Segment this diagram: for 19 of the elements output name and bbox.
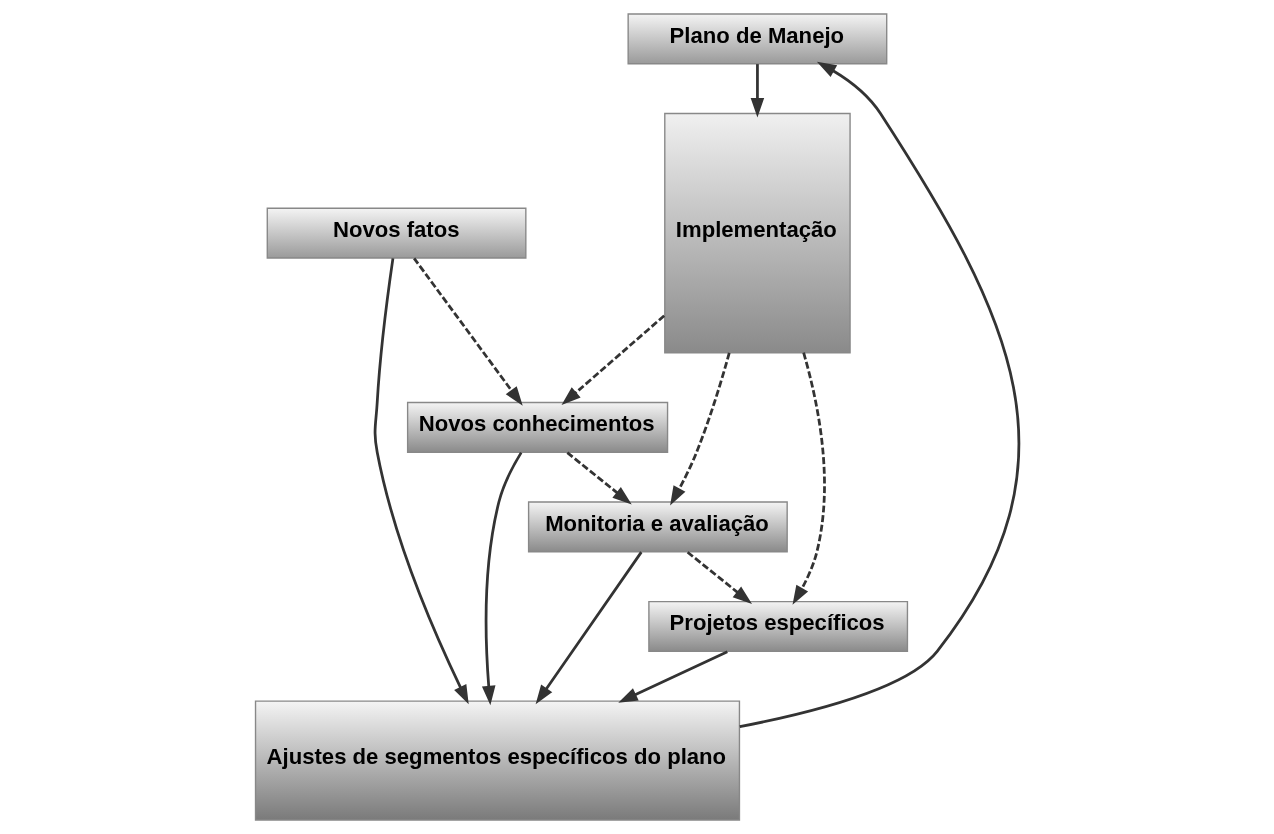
node-box: Novos fatos: [266, 207, 527, 259]
arrow: [565, 451, 632, 505]
arrow: [373, 258, 469, 705]
node-box: Plano de Manejo: [626, 13, 887, 65]
arrow: [739, 61, 1020, 729]
node-box: Projetos específicos: [647, 600, 908, 653]
arrow: [686, 551, 752, 605]
arrow: [750, 64, 764, 118]
node-box: Ajustes de segmentos específicos do plano: [254, 700, 740, 821]
arrow: [617, 650, 728, 703]
arrow: [669, 352, 731, 506]
arrow: [535, 551, 642, 705]
node-box: Monitoria e avaliação: [527, 501, 788, 553]
arrow: [412, 257, 523, 406]
node-box: Novos conhecimentos: [406, 401, 668, 453]
arrow: [481, 451, 522, 706]
arrow: [561, 314, 665, 406]
arrow: [792, 352, 826, 605]
node-box: Implementação: [663, 112, 851, 354]
